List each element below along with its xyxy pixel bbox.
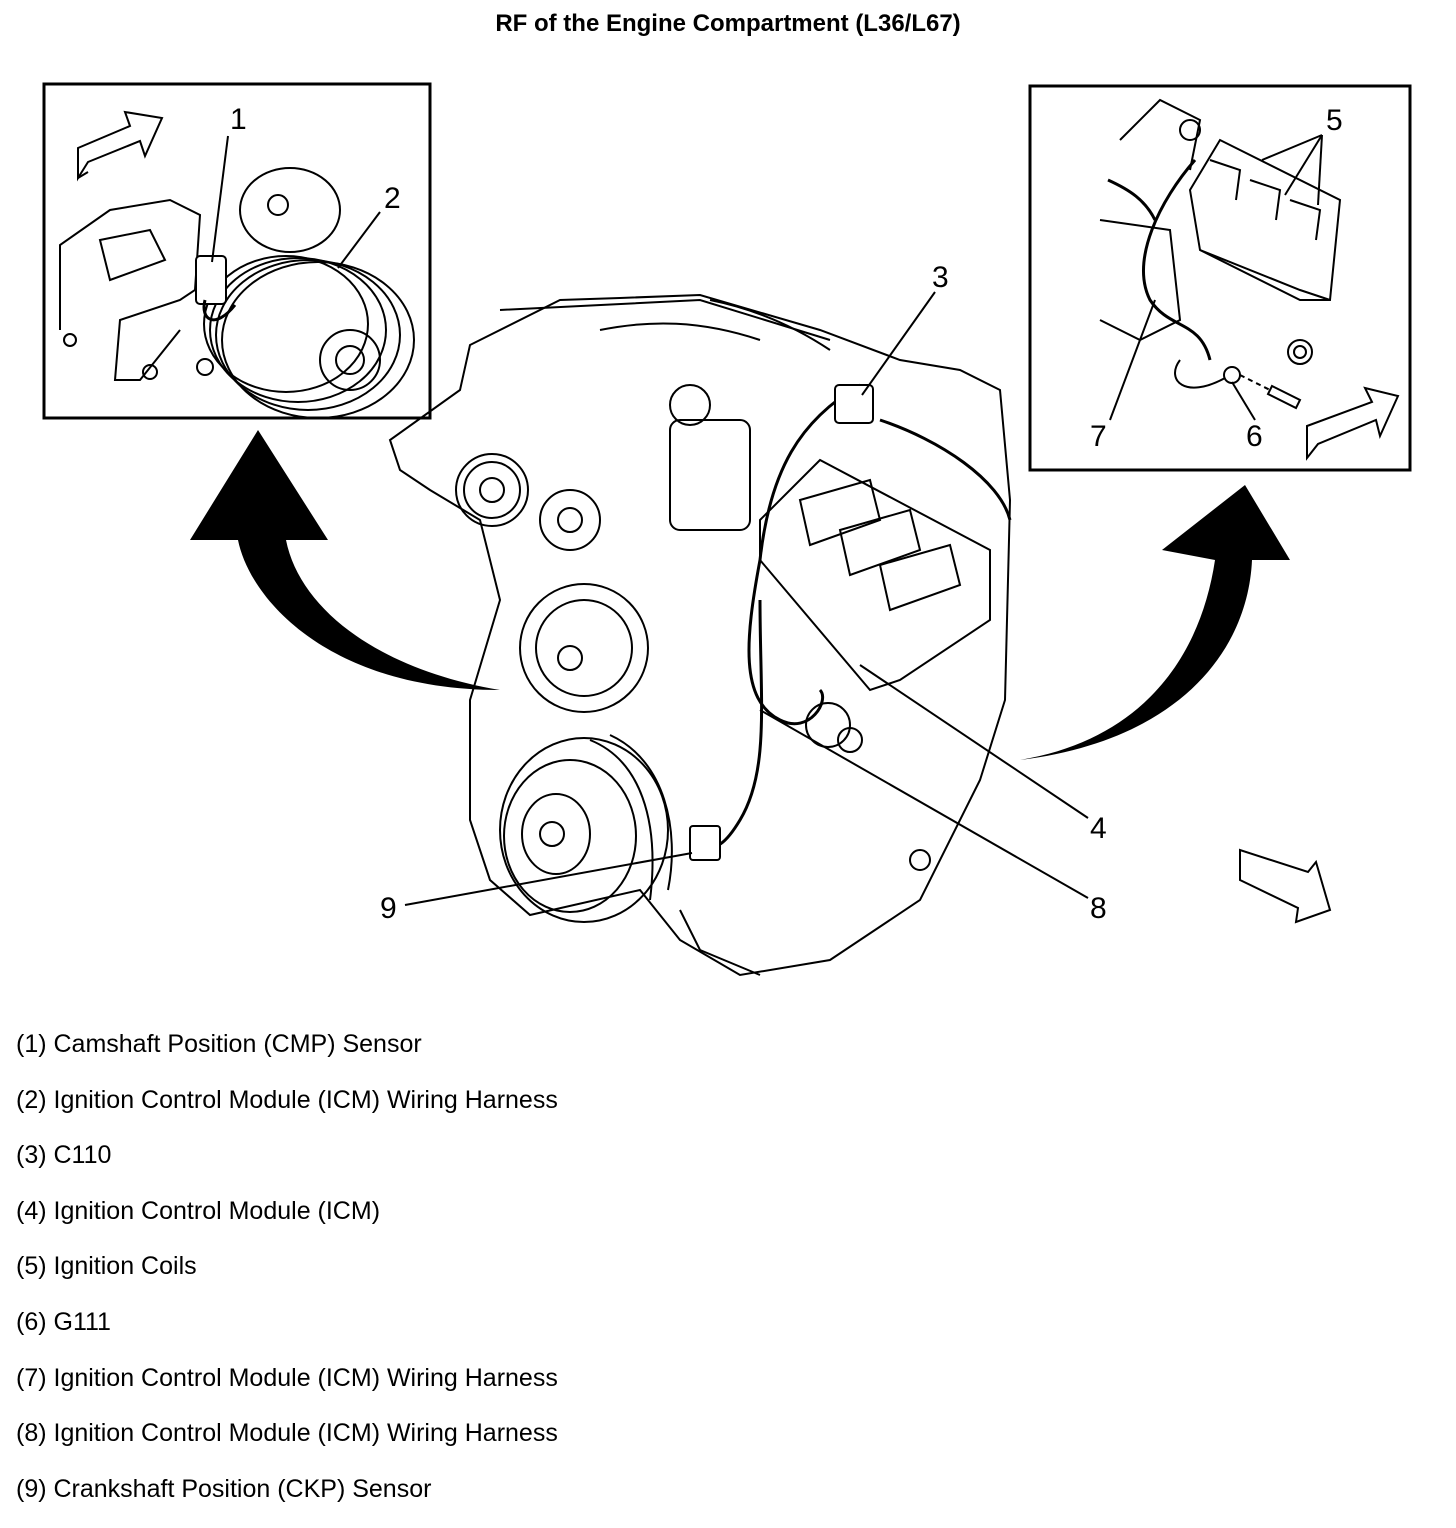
callout-3: 3: [932, 261, 949, 294]
curved-arrow-right-icon: [1020, 485, 1290, 760]
engine-icon: [388, 293, 1012, 977]
legend-item: (1) Camshaft Position (CMP) Sensor: [16, 1030, 422, 1058]
direction-arrow-icon: [1306, 386, 1400, 461]
callout-6: 6: [1246, 420, 1263, 453]
callout-8: 8: [1090, 892, 1107, 925]
legend-item: (9) Crankshaft Position (CKP) Sensor: [16, 1474, 432, 1503]
direction-arrow-icon: [77, 110, 164, 182]
diagram-title: RF of the Engine Compartment (L36/L67): [495, 10, 961, 37]
engine-diagram: 1 2: [42, 82, 1412, 977]
legend-item: (7) Ignition Control Module (ICM) Wiring…: [16, 1363, 558, 1392]
callout-4: 4: [1090, 812, 1107, 845]
legend-item: (3) C110: [16, 1141, 112, 1170]
ignition-coils-icon: [1188, 138, 1342, 301]
callout-9: 9: [380, 892, 397, 925]
legend-item: (2) Ignition Control Module (ICM) Wiring…: [16, 1085, 558, 1114]
callout-5: 5: [1326, 104, 1343, 137]
cmp-sensor-icon: [195, 255, 237, 322]
legend-item: (6) G111: [16, 1307, 111, 1336]
legend-list: (1) Camshaft Position (CMP) Sensor (2) I…: [16, 1028, 558, 1528]
ckp-sensor-icon: [689, 825, 721, 861]
pulley-icon: [203, 255, 415, 419]
legend-item: (8) Ignition Control Module (ICM) Wiring…: [16, 1419, 558, 1448]
right-inset: 5 7 6: [1028, 84, 1412, 472]
c110-connector-icon: [834, 384, 874, 424]
callout-7: 7: [1090, 420, 1107, 453]
callout-1: 1: [230, 103, 247, 136]
harness-icon: [1107, 159, 1226, 389]
left-inset: 1 2: [42, 82, 432, 420]
front-direction-arrow-icon: [1239, 848, 1332, 924]
legend-item: (5) Ignition Coils: [16, 1252, 197, 1281]
curved-arrow-left-icon: [190, 430, 500, 690]
legend-item: (4) Ignition Control Module (ICM): [16, 1196, 381, 1225]
icm-icon: [759, 458, 991, 692]
callout-2: 2: [384, 182, 401, 215]
